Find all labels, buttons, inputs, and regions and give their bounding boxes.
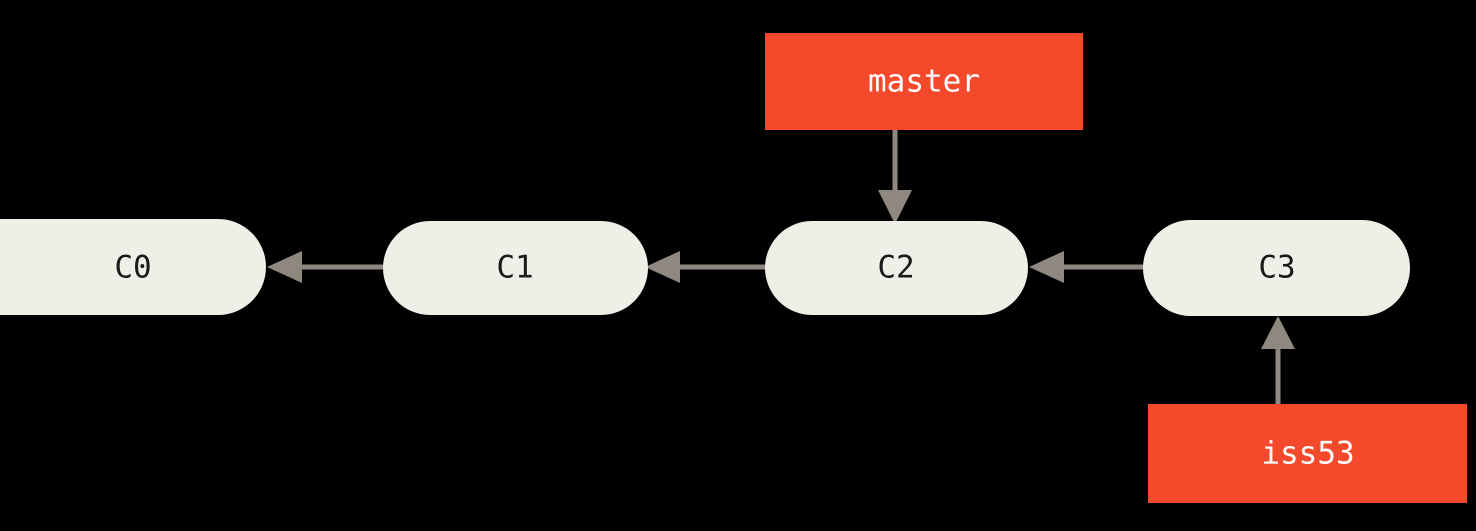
- commit-label: C3: [1258, 250, 1295, 286]
- edge-c1-to-c0: [267, 251, 400, 283]
- commit-node-c2[interactable]: C2: [765, 221, 1028, 315]
- arrowhead-icon: [645, 251, 680, 283]
- branch-box-master[interactable]: master: [765, 33, 1083, 130]
- arrowhead-icon: [1261, 316, 1295, 349]
- arrowhead-icon: [267, 251, 302, 283]
- edge-iss53-to-c3: [1261, 316, 1295, 404]
- edge-c2-to-c1: [645, 251, 782, 283]
- commit-label: C2: [877, 250, 914, 286]
- branch-shape[interactable]: [765, 33, 1083, 130]
- arrowhead-icon: [1029, 251, 1064, 283]
- edge-master-to-c2: [878, 130, 912, 224]
- branch-shape[interactable]: [1148, 404, 1467, 503]
- branch-box-iss53[interactable]: iss53: [1148, 404, 1467, 503]
- branch-label: master: [868, 64, 980, 100]
- arrowhead-icon: [878, 190, 912, 224]
- commit-shape[interactable]: [1143, 220, 1410, 316]
- commit-shape[interactable]: [765, 221, 1028, 315]
- commit-label: C1: [496, 250, 533, 286]
- commit-node-c0[interactable]: C0: [0, 219, 266, 315]
- edge-c3-to-c2: [1029, 251, 1160, 283]
- branch-label: iss53: [1261, 436, 1354, 472]
- commit-label: C0: [114, 250, 151, 286]
- commit-shape[interactable]: [0, 219, 266, 315]
- edge-layer: [267, 130, 1295, 404]
- commit-node-c1[interactable]: C1: [383, 221, 648, 315]
- commit-shape[interactable]: [383, 221, 648, 315]
- commit-node-c3[interactable]: C3: [1143, 220, 1410, 316]
